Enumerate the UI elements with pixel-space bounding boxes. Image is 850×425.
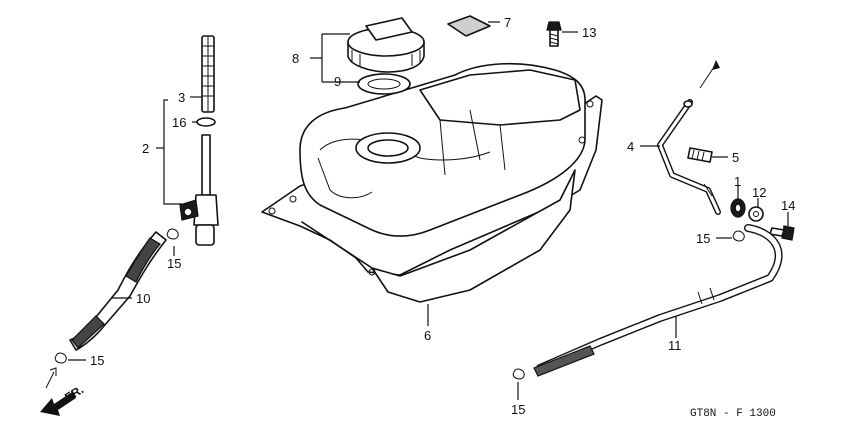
breather-pipe-part-4 <box>657 99 721 215</box>
callout-11: 11 <box>668 338 682 353</box>
callout-12: 12 <box>752 185 766 200</box>
pad-part-7 <box>447 15 491 37</box>
diagram-code: GT8N - F 1300 <box>690 408 776 420</box>
hose-clip-part-15a <box>166 228 179 240</box>
fuel-cock-part-2 <box>179 134 219 246</box>
flange-bolt-part-13 <box>546 21 562 47</box>
fuel-tank-part-6 <box>261 62 603 303</box>
callout-4: 4 <box>627 139 634 154</box>
callout-7: 7 <box>504 15 511 30</box>
fuel-cap-part-8 <box>347 17 425 73</box>
callout-15c: 15 <box>696 231 710 246</box>
leader-lines <box>68 21 789 400</box>
collar-part-12 <box>748 206 764 222</box>
callout-3: 3 <box>178 90 185 105</box>
grommet-part-1 <box>730 198 746 218</box>
callout-1: 1 <box>734 174 741 189</box>
callout-labels: 1 2 3 4 5 6 7 8 9 10 11 12 13 14 15 15 1… <box>90 15 795 417</box>
callout-15b: 15 <box>90 353 104 368</box>
callout-10: 10 <box>136 291 150 306</box>
rubber-cap-part-5 <box>687 147 713 163</box>
bolt-part-14 <box>769 225 795 241</box>
fuel-strainer-part-3 <box>201 35 215 113</box>
up-direction-arrow <box>699 60 720 89</box>
hose-clip-part-15b <box>54 352 67 364</box>
callout-16: 16 <box>172 115 186 130</box>
callout-15d: 15 <box>511 402 525 417</box>
callout-13: 13 <box>582 25 596 40</box>
callout-9: 9 <box>334 74 341 89</box>
fuel-hose-part-10 <box>69 231 167 351</box>
callout-5: 5 <box>732 150 739 165</box>
callout-2: 2 <box>142 141 149 156</box>
cap-gasket-part-9 <box>357 73 411 95</box>
o-ring-part-16 <box>196 117 216 127</box>
callout-6: 6 <box>424 328 431 343</box>
callout-8: 8 <box>292 51 299 66</box>
hose-clip-part-15d <box>512 368 525 380</box>
callout-14: 14 <box>781 198 795 213</box>
forward-direction-arrow <box>40 367 76 416</box>
drain-hose-part-11 <box>533 224 783 377</box>
hose-clip-part-15c <box>732 230 745 242</box>
callout-15a: 15 <box>167 256 181 271</box>
